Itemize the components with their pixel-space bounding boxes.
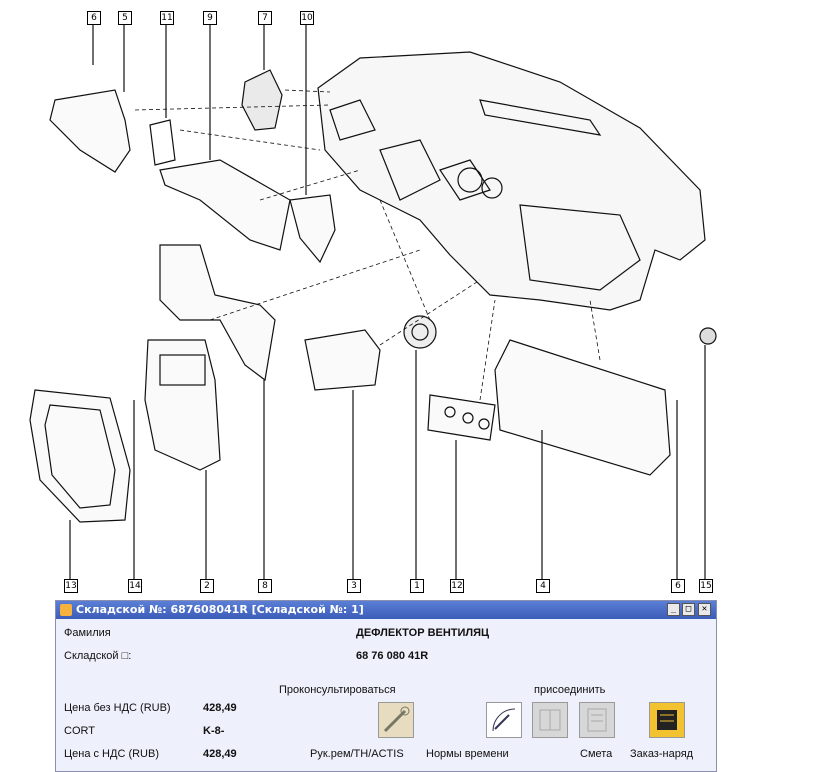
- minimize-button[interactable]: _: [667, 603, 680, 616]
- gauge-icon: [492, 708, 516, 732]
- maximize-button[interactable]: □: [682, 603, 695, 616]
- estimate-label: Смета: [580, 748, 613, 760]
- exploded-parts-diagram: [29, 25, 717, 580]
- work-order-icon: [657, 710, 677, 730]
- family-label: Фамилия: [64, 627, 111, 639]
- callout-bottom-7: 12: [450, 579, 464, 593]
- wrench-document-icon: [383, 706, 410, 733]
- attach-heading: присоединить: [534, 684, 606, 696]
- stock-number-label: Складской □:: [64, 650, 132, 662]
- work-order-button[interactable]: [649, 702, 685, 738]
- callout-top-1: 6: [87, 11, 101, 25]
- callout-top-3: 11: [160, 11, 174, 25]
- attach-disabled-button[interactable]: [532, 702, 568, 738]
- price-no-vat-label: Цена без НДС (RUB): [64, 702, 171, 714]
- estimate-icon: [587, 708, 607, 732]
- close-button[interactable]: ✕: [698, 603, 711, 616]
- time-norms-label: Нормы времени: [426, 748, 509, 760]
- callout-bottom-9: 6: [671, 579, 685, 593]
- callout-top-2: 5: [118, 11, 132, 25]
- callout-bottom-3: 2: [200, 579, 214, 593]
- callout-top-4: 9: [203, 11, 217, 25]
- cort-label: CORT: [64, 725, 95, 737]
- callout-bottom-8: 4: [536, 579, 550, 593]
- grid-icon: [539, 709, 561, 731]
- estimate-button[interactable]: [579, 702, 615, 738]
- callout-top-6: 10: [300, 11, 314, 25]
- consult-heading: Проконсультироваться: [279, 684, 396, 696]
- callout-bottom-2: 14: [128, 579, 142, 593]
- callout-bottom-5: 3: [347, 579, 361, 593]
- repair-manual-label: Рук.рем/TH/ACTIS: [310, 748, 404, 760]
- price-no-vat-value: 428,49: [203, 702, 237, 714]
- callout-bottom-6: 1: [410, 579, 424, 593]
- time-norms-button[interactable]: [486, 702, 522, 738]
- callout-bottom-10: 15: [699, 579, 713, 593]
- price-vat-value: 428,49: [203, 748, 237, 760]
- dialog-titlebar[interactable]: Складской №: 687608041R [Складской №: 1]…: [56, 601, 716, 619]
- cort-value: K-8-: [203, 725, 225, 737]
- java-app-icon: [60, 604, 72, 616]
- callout-bottom-1: 13: [64, 579, 78, 593]
- work-order-label: Заказ-наряд: [630, 748, 694, 760]
- family-value: ДЕФЛЕКТОР ВЕНТИЛЯЦ: [356, 627, 490, 639]
- price-vat-label: Цена с НДС (RUB): [64, 748, 160, 760]
- repair-manual-button[interactable]: [378, 702, 414, 738]
- stock-number-value: 68 76 080 41R: [356, 650, 429, 662]
- part-info-dialog: Складской №: 687608041R [Складской №: 1]…: [55, 600, 717, 772]
- callout-top-5: 7: [258, 11, 272, 25]
- callout-bottom-4: 8: [258, 579, 272, 593]
- dialog-title: Складской №: 687608041R [Складской №: 1]: [76, 603, 364, 616]
